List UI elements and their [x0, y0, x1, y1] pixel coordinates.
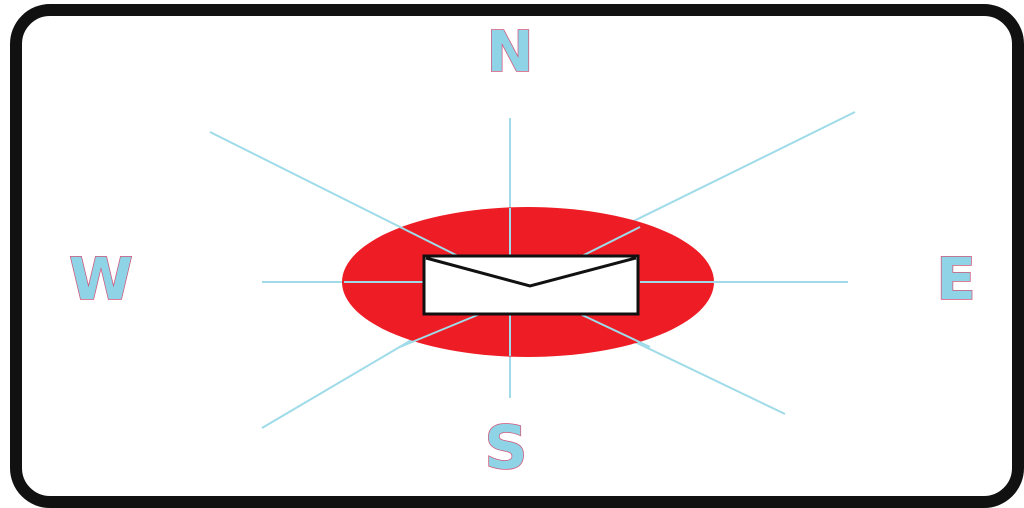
ray-northwest-inner	[399, 226, 461, 258]
compass-north-label: N	[487, 20, 534, 85]
compass-west-label: W	[69, 245, 133, 313]
ray-southeast-inner	[579, 313, 651, 348]
ray-northeast-inner	[579, 226, 641, 258]
ray-southwest-inner	[399, 313, 481, 348]
envelope-icon	[422, 254, 640, 316]
compass-south-label: S	[484, 413, 527, 483]
compass-rays-over-disc	[344, 208, 714, 356]
compass-east-label: E	[936, 245, 976, 313]
